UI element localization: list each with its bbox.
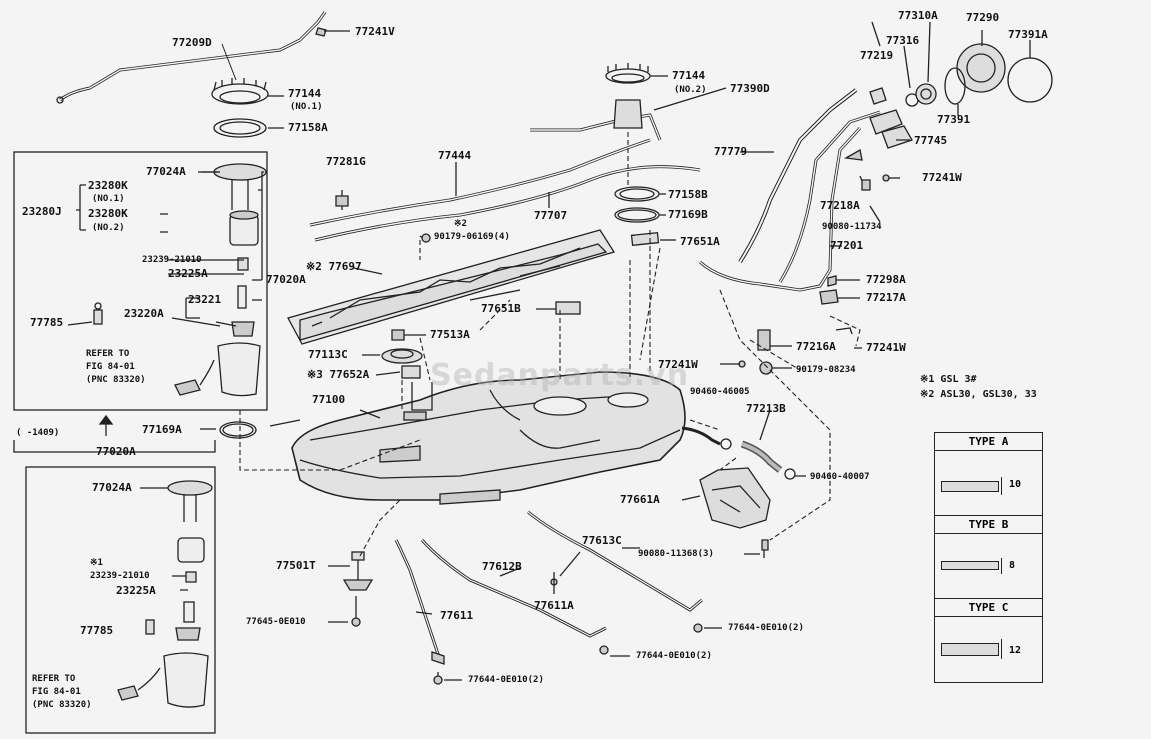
callout-77024a-top: 77024A: [146, 165, 186, 178]
refer-to-2: REFER TO: [32, 674, 76, 684]
callout-77513a: 77513A: [430, 328, 470, 341]
callout-77651b: 77651B: [481, 302, 521, 315]
callout-no1: (NO.1): [290, 102, 323, 112]
fig-ref-1: FIG 84-01: [86, 362, 135, 372]
type-b-box: TYPE B 8: [934, 515, 1043, 600]
callout-77310a: 77310A: [898, 9, 938, 22]
callout-77113c: 77113C: [308, 348, 348, 361]
callout-23220a: 23220A: [124, 307, 164, 320]
callout-90460-46005: 90460-46005: [690, 387, 750, 397]
callout-77158b: 77158B: [668, 188, 708, 201]
callout-77281g: 77281G: [326, 155, 366, 168]
callout-77611a: 77611A: [534, 599, 574, 612]
callout-77785-bot: 77785: [80, 624, 114, 637]
pump-assembly-frame-1: [13, 151, 268, 411]
callout-90080-11734: 90080-11734: [822, 222, 882, 232]
callout-no2: (NO.2): [674, 85, 707, 95]
callout-77390d: 77390D: [730, 82, 770, 95]
callout-77020a-box: 77020A: [96, 445, 136, 458]
callout-77213b: 77213B: [746, 402, 786, 415]
callout-77501t: 77501T: [276, 559, 316, 572]
callout-77100: 77100: [312, 393, 346, 406]
callout-77241w-mid: 77241W: [658, 358, 698, 371]
callout-77020a-side: 77020A: [266, 273, 306, 286]
callout-77209d: 77209D: [172, 36, 212, 49]
callout-77612b: 77612B: [482, 560, 522, 573]
callout-77241v: 77241V: [355, 25, 395, 38]
pump-assembly-frame-2: [25, 466, 216, 734]
pnc-ref-1: (PNC 83320): [86, 375, 146, 385]
callout-77158a: 77158A: [288, 121, 328, 134]
callout-23280k-1-no: (NO.1): [92, 194, 125, 204]
callout-77391: 77391: [937, 113, 971, 126]
callout-77785-top: 77785: [30, 316, 64, 329]
callout-90179-08234: 90179-08234: [796, 365, 856, 375]
callout-77201: 77201: [830, 239, 864, 252]
production-range: ( -1409): [16, 428, 60, 438]
callout-90080-11368: 90080-11368(3): [638, 549, 714, 559]
callout-77707: 77707: [534, 209, 568, 222]
callout-77652a: ※3 77652A: [307, 368, 370, 381]
callout-77169a: 77169A: [142, 423, 182, 436]
callout-23280k-2: 23280K: [88, 207, 128, 220]
note-2: ※2 ASL30, GSL30, 33: [920, 389, 1037, 400]
callout-23280k-2-no: (NO.2): [92, 223, 125, 233]
callout-77241w-r2: 77241W: [866, 341, 906, 354]
callout-23239-top: 23239-21010: [142, 255, 202, 265]
callout-77745: 77745: [914, 134, 948, 147]
type-c-bar: [941, 643, 999, 656]
note-mark-x2: ※2: [454, 219, 467, 229]
callout-77219: 77219: [860, 49, 894, 62]
type-a-label: TYPE A: [935, 433, 1042, 451]
type-b-bar: [941, 561, 999, 570]
watermark: Sedanparts.vn: [430, 358, 690, 393]
callout-23239-bot: 23239-21010: [90, 571, 150, 581]
callout-77144-no1: 77144: [288, 87, 322, 100]
callout-23221: 23221: [188, 293, 222, 306]
fig-ref-2: FIG 84-01: [32, 687, 81, 697]
note-1: ※1 GSL 3#: [920, 374, 977, 385]
callout-77661a: 77661A: [620, 493, 660, 506]
callout-23225a-bot: 23225A: [116, 584, 156, 597]
type-a-box: TYPE A 10: [934, 432, 1043, 517]
callout-77024a-bot: 77024A: [92, 481, 132, 494]
callout-77444: 77444: [438, 149, 472, 162]
callout-77216a: 77216A: [796, 340, 836, 353]
callout-77169b: 77169B: [668, 208, 708, 221]
callout-77391a: 77391A: [1008, 28, 1048, 41]
callout-77218a: 77218A: [820, 199, 860, 212]
type-b-dim: 8: [1009, 560, 1016, 571]
callout-77779: 77779: [714, 145, 748, 158]
callout-23225a-top: 23225A: [168, 267, 208, 280]
callout-77241w-r1: 77241W: [922, 171, 962, 184]
callout-90460-40007: 90460-40007: [810, 472, 870, 482]
type-c-box: TYPE C 12: [934, 598, 1043, 683]
callout-23280j: 23280J: [22, 205, 62, 218]
note-mark-x1: ※1: [90, 558, 103, 568]
callout-77644-a: 77644-0E010(2): [728, 623, 804, 633]
callout-77298a: 77298A: [866, 273, 906, 286]
type-c-dim: 12: [1009, 645, 1022, 656]
type-b-label: TYPE B: [935, 516, 1042, 534]
callout-77644-c: 77644-0E010(2): [468, 675, 544, 685]
callout-23280k-1: 23280K: [88, 179, 128, 192]
callout-77613c: 77613C: [582, 534, 622, 547]
pnc-ref-2: (PNC 83320): [32, 700, 92, 710]
refer-to-1: REFER TO: [86, 349, 130, 359]
type-a-bar: [941, 481, 999, 492]
type-c-label: TYPE C: [935, 599, 1042, 617]
callout-77290: 77290: [966, 11, 1000, 24]
callout-90179-06169: 90179-06169(4): [434, 232, 510, 242]
type-a-dim: 10: [1009, 479, 1022, 490]
callout-77697: ※2 77697: [306, 260, 362, 273]
callout-77217a: 77217A: [866, 291, 906, 304]
callout-77644-b: 77644-0E010(2): [636, 651, 712, 661]
callout-77316: 77316: [886, 34, 920, 47]
callout-77611: 77611: [440, 609, 474, 622]
callout-77144-no2: 77144: [672, 69, 706, 82]
callout-77651a: 77651A: [680, 235, 720, 248]
callout-77645: 77645-0E010: [246, 617, 306, 627]
